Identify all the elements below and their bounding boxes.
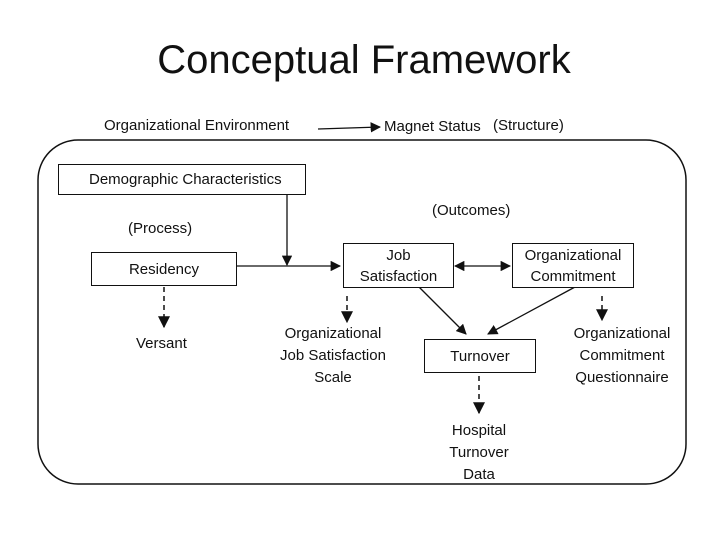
box-residency-label: Residency	[128, 260, 200, 278]
framework-frame	[37, 139, 687, 485]
page-title: Conceptual Framework	[157, 38, 571, 82]
box-residency: Residency	[91, 252, 237, 286]
measure-hospital-line-1: Hospital	[451, 422, 507, 439]
box-job-satisfaction-line-1: Job	[386, 246, 411, 264]
measure-ocq-line-1: Organizational	[573, 325, 671, 342]
box-demographic-label: Demographic Characteristics	[89, 171, 282, 188]
measure-hospital-line-3: Data	[463, 466, 495, 483]
measure-ocq: Organizational Commitment Questionnaire	[552, 323, 692, 389]
label-magnet-status: Magnet Status	[384, 118, 481, 135]
label-organizational-environment: Organizational Environment	[104, 117, 290, 134]
label-structure: (Structure)	[493, 117, 564, 134]
box-org-commitment-line-1: Organizational	[524, 246, 622, 264]
box-turnover: Turnover	[424, 339, 536, 373]
arrow-commitment-to-turnover	[487, 286, 576, 335]
label-outcomes: (Outcomes)	[432, 202, 511, 219]
measure-ocq-line-3: Questionnaire	[575, 369, 669, 386]
box-job-satisfaction-line-2: Satisfaction	[359, 267, 438, 285]
measure-ojss-line-3: Scale	[314, 369, 352, 386]
measure-ojss-line-1: Organizational	[284, 325, 382, 342]
box-turnover-label: Turnover	[450, 347, 510, 365]
arrow-job-to-turnover	[417, 285, 467, 335]
measure-ojss-line-2: Job Satisfaction	[280, 347, 386, 364]
box-organizational-commitment: Organizational Commitment	[512, 243, 634, 288]
measure-hospital-line-2: Turnover	[449, 444, 509, 461]
arrow-environment-to-magnet	[317, 122, 382, 133]
box-job-satisfaction: Job Satisfaction	[343, 243, 454, 288]
box-org-commitment-line-2: Commitment	[530, 267, 616, 285]
measure-ocq-line-2: Commitment	[579, 347, 665, 364]
measure-versant: Versant	[136, 335, 187, 352]
label-process: (Process)	[128, 220, 193, 237]
measure-ojss: Organizational Job Satisfaction Scale	[262, 323, 404, 389]
measure-hospital-turnover: Hospital Turnover Data	[429, 420, 529, 486]
box-demographic-characteristics: Demographic Characteristics	[58, 164, 306, 195]
